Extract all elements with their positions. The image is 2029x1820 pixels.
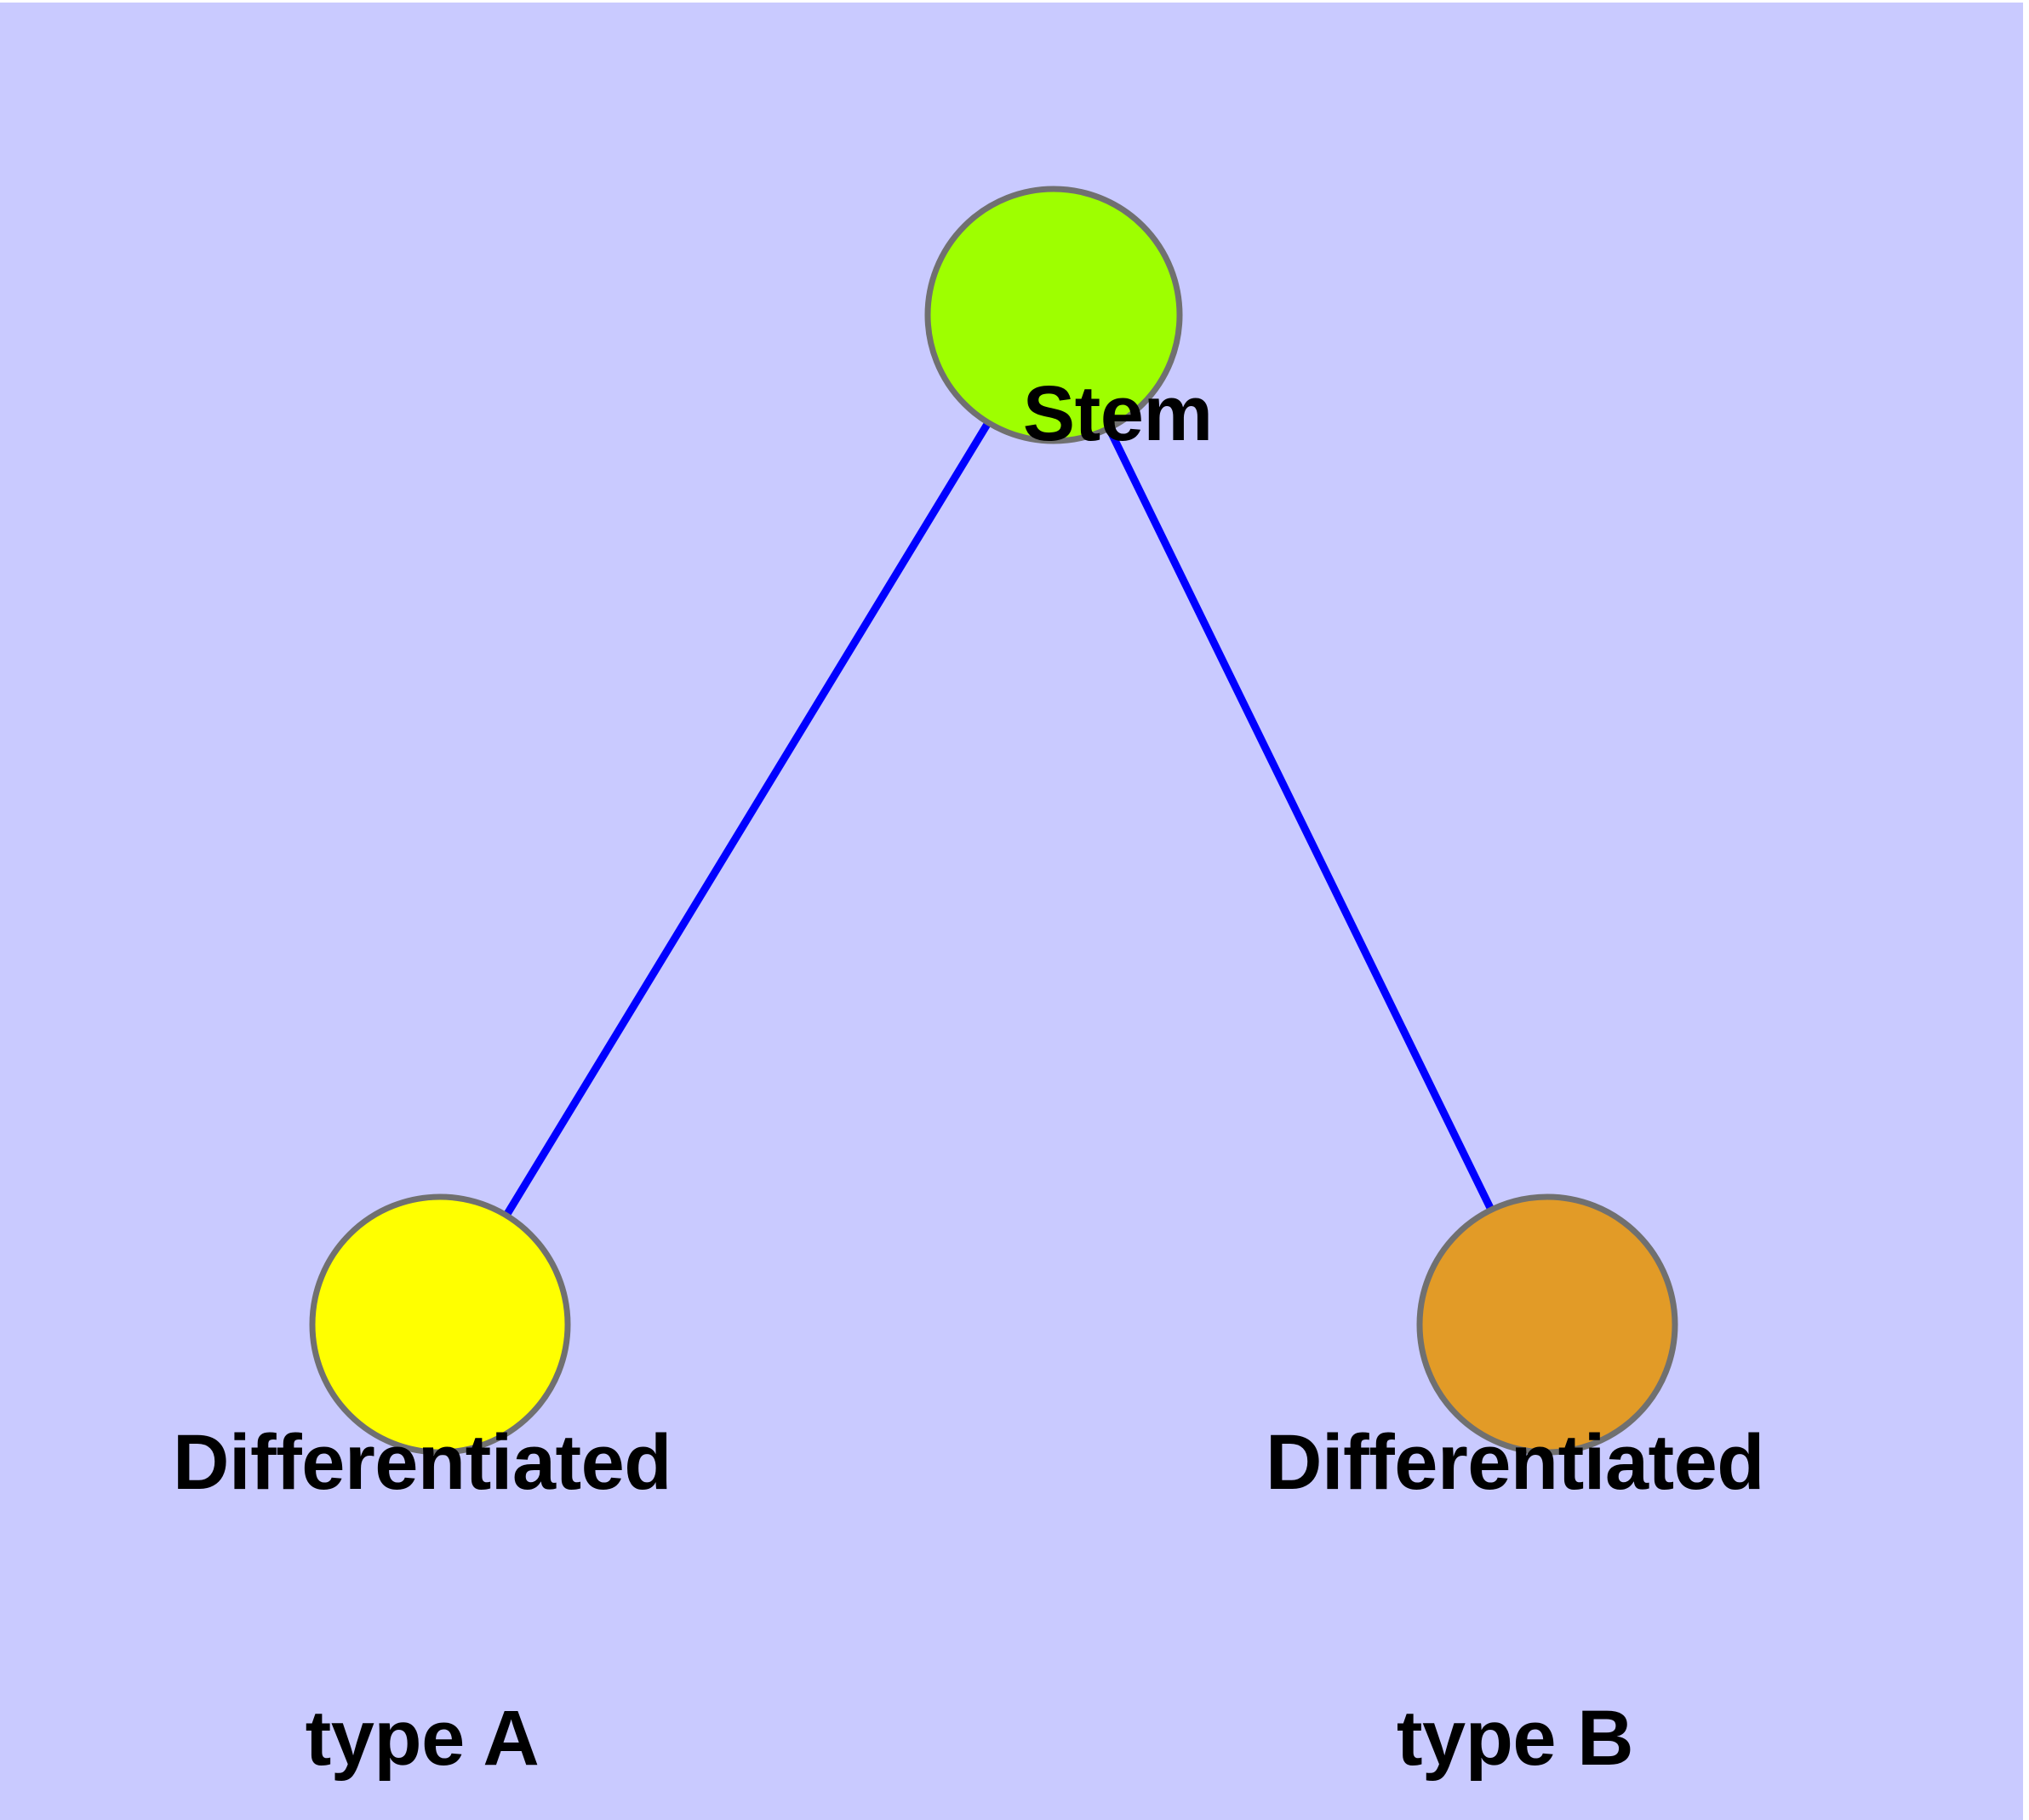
diagram-plot-area: Stem Differentiated type A Differentiate… (0, 3, 2023, 1820)
graph-svg (309, 186, 1678, 1456)
edge-stem-to-differentiated-type-b (1049, 313, 1552, 1326)
node-differentiated-type-a[interactable] (309, 1193, 571, 1456)
node-stem[interactable] (924, 186, 1183, 444)
node-layer (309, 186, 1678, 1456)
edge-layer (437, 312, 1552, 1327)
node-differentiated-type-b[interactable] (1416, 1193, 1678, 1456)
edge-stem-to-differentiated-type-a (437, 312, 1057, 1327)
